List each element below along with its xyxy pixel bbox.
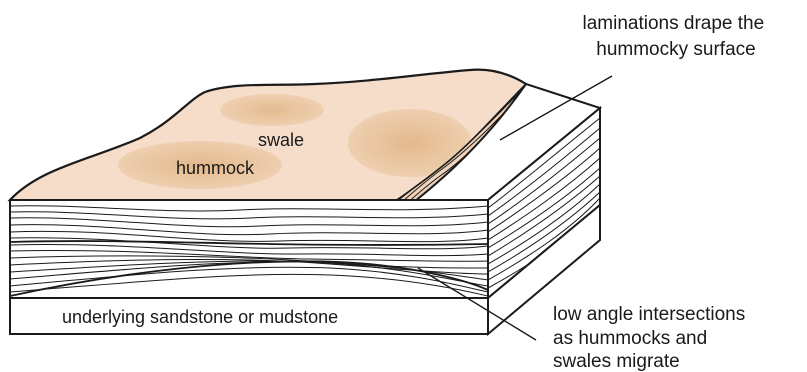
annotation-bottom: low angle intersections as hummocks and … <box>553 304 751 372</box>
annotation-bottom-line-2: as hummocks and <box>553 328 707 349</box>
hummock-mound-upper <box>220 94 324 126</box>
label-base-layer: underlying sandstone or mudstone <box>62 307 338 327</box>
label-hummock: hummock <box>176 158 255 178</box>
annotation-top: laminations drape the hummocky surface <box>583 13 770 60</box>
annotation-top-line-1: laminations drape the <box>583 13 765 34</box>
annotation-top-line-2: hummocky surface <box>596 39 755 60</box>
label-swale: swale <box>258 130 304 150</box>
annotation-bottom-line-3: swales migrate <box>553 351 680 372</box>
annotation-bottom-line-1: low angle intersections <box>553 304 745 325</box>
